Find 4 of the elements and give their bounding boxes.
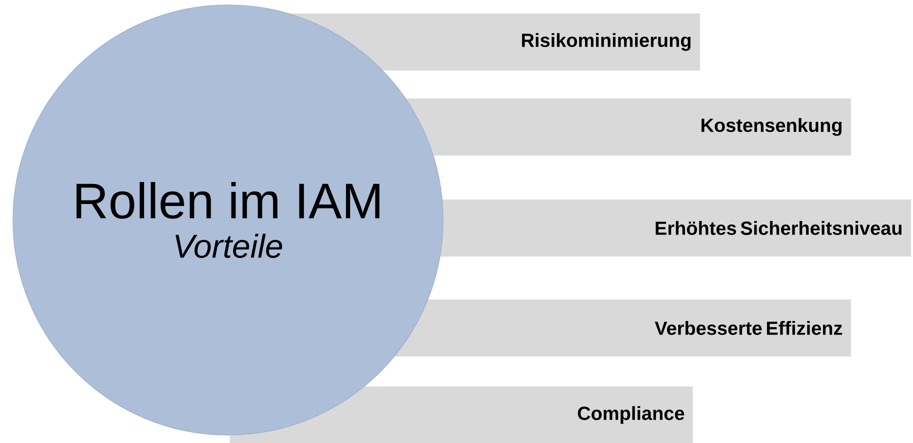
- benefit-bar: Erhöhtes Sicherheitsniveau: [440, 199, 911, 256]
- benefit-bar: Risikominimierung: [288, 14, 700, 70]
- benefit-bar: Kostensenkung: [405, 98, 851, 156]
- benefit-bar: Verbesserte Effizienz: [394, 299, 851, 356]
